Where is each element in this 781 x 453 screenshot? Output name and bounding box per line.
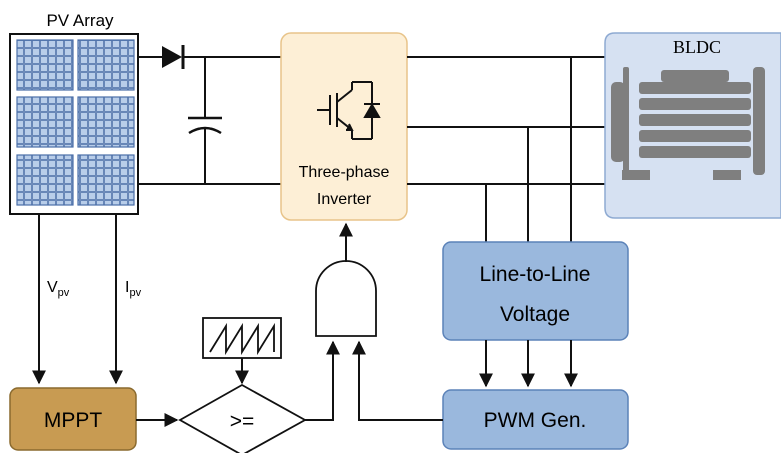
mppt-block: MPPT [9,387,137,451]
comparator-label: >= [230,410,255,433]
diode-icon [162,45,185,69]
pv-array [9,33,139,215]
pwm-label: PWM Gen. [484,409,587,432]
solar-panel-icons [16,39,135,206]
bldc-motor: BLDC [604,32,781,219]
line-to-line-voltage-block: Line-to-Line Voltage [442,241,629,341]
bldc-label: BLDC [673,37,721,57]
and-gate-icon [315,260,377,337]
inverter-label-line1: Three-phase [299,164,390,181]
ipv-label: Ipv [125,279,142,299]
vpv-label: Vpv [47,279,70,299]
sawtooth-generator-icon [202,317,282,359]
igbt-icon [317,81,381,140]
motor-icon [611,67,765,180]
three-phase-inverter: Three-phase Inverter [280,32,408,221]
mppt-label: MPPT [44,409,103,432]
voltage-label-line2: Voltage [500,303,570,326]
pwm-generator-block: PWM Gen. [442,389,629,450]
inverter-label-line2: Inverter [317,191,372,208]
pv-array-title: PV Array [46,11,114,30]
comparator-block: >= [178,383,307,453]
voltage-label-line1: Line-to-Line [480,263,591,286]
capacitor-icon [188,57,222,184]
